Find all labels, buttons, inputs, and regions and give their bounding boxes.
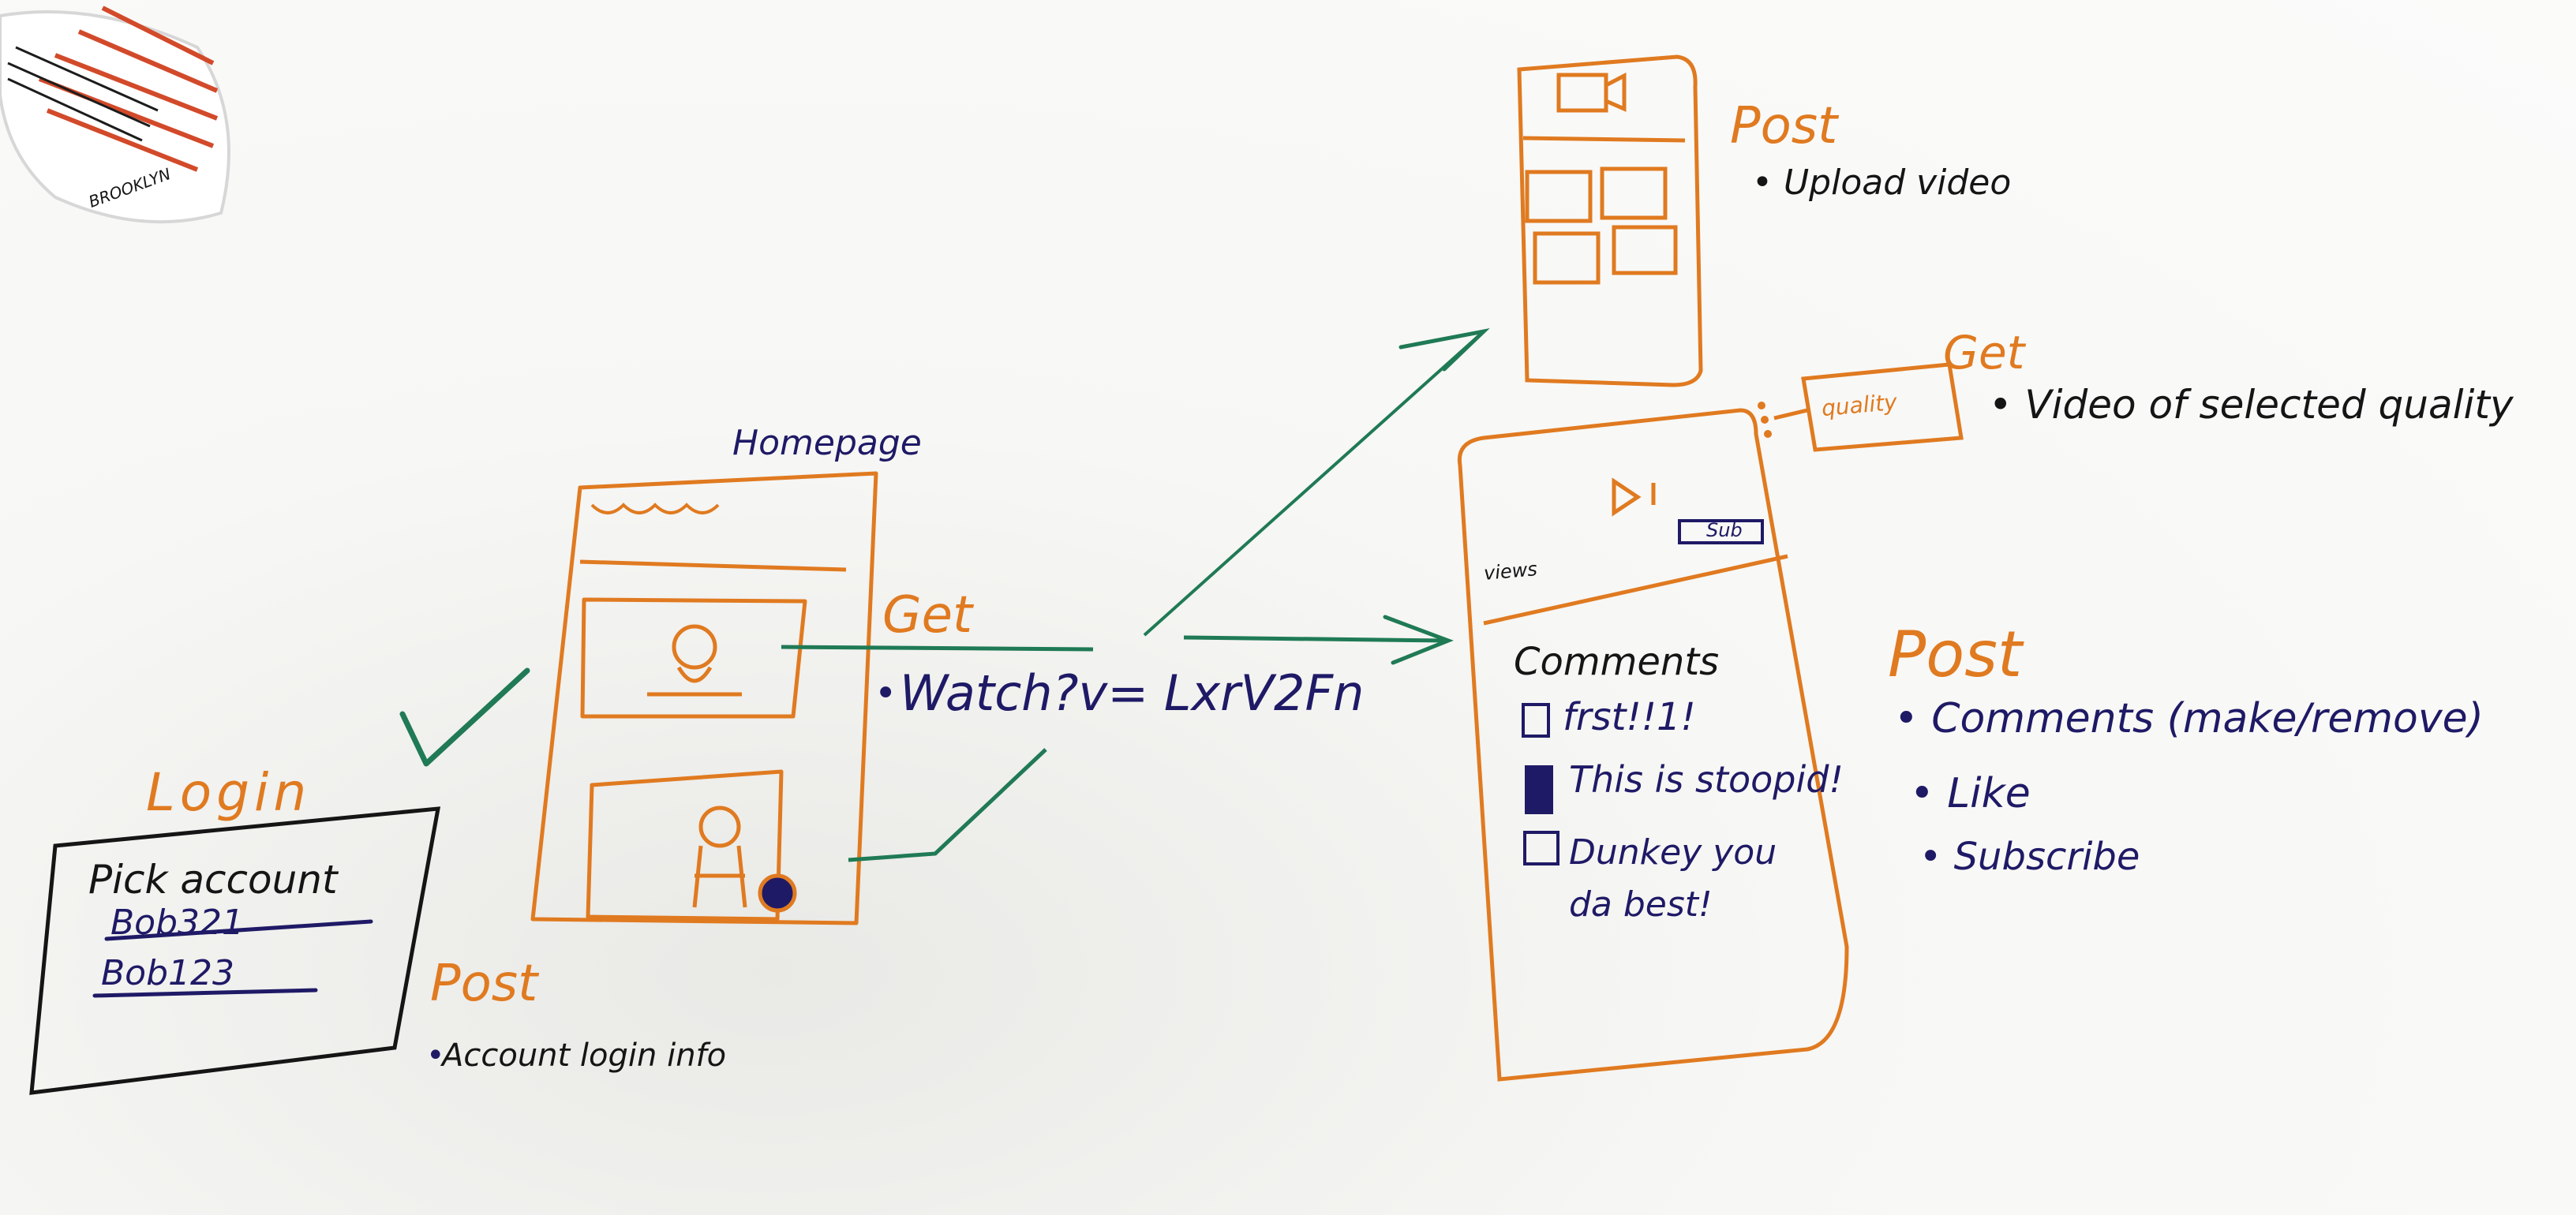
account-option-1[interactable]: Bob321 [110,903,245,943]
login-post-item-bullet: • [426,1037,445,1074]
views-scribble: views [1482,558,1538,585]
homepage-get-label: Get [882,586,973,645]
login-box [29,806,441,1095]
watch-post-item-2-text: Like [1947,770,2031,817]
upload-post-item: • Upload video [1752,163,2012,203]
watch-post-item-3: • Subscribe [1919,835,2140,879]
comment-avatars [1522,703,1559,865]
comment-3: Dunkey you da best! [1569,832,1777,925]
watch-post-label: Post [1888,618,2023,691]
comments-heading: Comments [1514,640,1720,684]
account-option-2[interactable]: Bob123 [101,953,235,993]
login-to-homepage-arrow [399,667,530,767]
watch-get-label: Get [1943,326,2025,379]
more-menu-icon [1758,402,1772,438]
login-post-item: Account login info [442,1037,727,1074]
watch-post-item-1-text: Comments (make/remove) [1931,695,2484,742]
watch-get-item: • Video of selected quality [1989,382,2514,428]
watch-post-item-3-text: Subscribe [1953,835,2140,879]
pick-account-label: Pick account [88,857,338,903]
upload-post-item-text: Upload video [1783,163,2012,203]
brand-cup [0,6,230,224]
subscribe-box-label[interactable]: Sub [1706,519,1743,541]
watch-url-bullet: • [874,671,897,716]
watch-url: Watch?v= LxrV2Fn [900,664,1365,722]
watch-post-item-1: • Comments (make/remove) [1894,695,2484,742]
watch-post-item-2: • Like [1910,770,2031,817]
upload-wireframe [1517,54,1703,387]
quality-badge[interactable]: quality [1820,388,1899,422]
login-title: Login [146,762,312,823]
login-post-label: Post [430,955,538,1013]
to-watch-arrow [1183,635,1449,643]
homepage-title: Homepage [732,423,922,463]
comment-2: This is stoopid! [1569,758,1844,801]
watch-wireframe [1457,362,1964,1082]
upload-post-label: Post [1730,97,1838,155]
comment-1: frst!!1! [1563,695,1696,739]
homepage-wireframe [530,471,878,925]
to-upload-arrow [1143,330,1485,637]
watch-get-item-text: Video of selected quality [2024,382,2514,428]
